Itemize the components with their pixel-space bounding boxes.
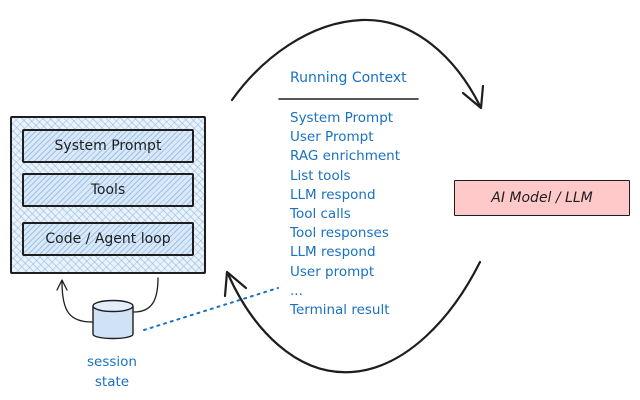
agent-loop-label: Code / Agent loop (45, 231, 171, 247)
running-context-title: Running Context (290, 70, 407, 86)
session-state-label: session state (87, 354, 137, 390)
context-item: Tool responses (290, 225, 389, 242)
context-item: User Prompt (290, 129, 374, 146)
agent-loop-box: Code / Agent loop (22, 222, 194, 256)
running-context-list: System Prompt User Prompt RAG enrichment… (290, 109, 400, 320)
top-arrowhead (461, 84, 485, 110)
agent-container: System Prompt Tools Code / Agent loop (10, 116, 206, 274)
context-item: ... (290, 282, 303, 299)
system-prompt-box: System Prompt (22, 129, 194, 163)
database-icon (92, 299, 134, 340)
session-left-arrowhead (56, 279, 68, 291)
bottom-arrowhead (223, 270, 248, 298)
context-item: System Prompt (290, 110, 394, 126)
context-item: User prompt (290, 263, 375, 280)
bottom-arc-arrow (226, 260, 482, 374)
context-item: List tools (290, 167, 351, 184)
session-left-connector (61, 281, 93, 323)
system-prompt-label: System Prompt (54, 138, 162, 154)
session-dotted-link (143, 287, 279, 331)
context-item: RAG enrichment (290, 148, 401, 165)
context-item: LLM respond (290, 186, 376, 203)
llm-label: AI Model / LLM (491, 190, 593, 206)
context-item: Tool calls (290, 205, 351, 222)
tools-label: Tools (90, 182, 126, 198)
llm-box: AI Model / LLM (454, 180, 630, 216)
tools-box: Tools (22, 173, 194, 207)
context-item: LLM respond (290, 244, 376, 261)
top-arc-arrow (230, 18, 482, 108)
session-right-connector (133, 277, 159, 313)
context-item: Terminal result (290, 301, 390, 318)
